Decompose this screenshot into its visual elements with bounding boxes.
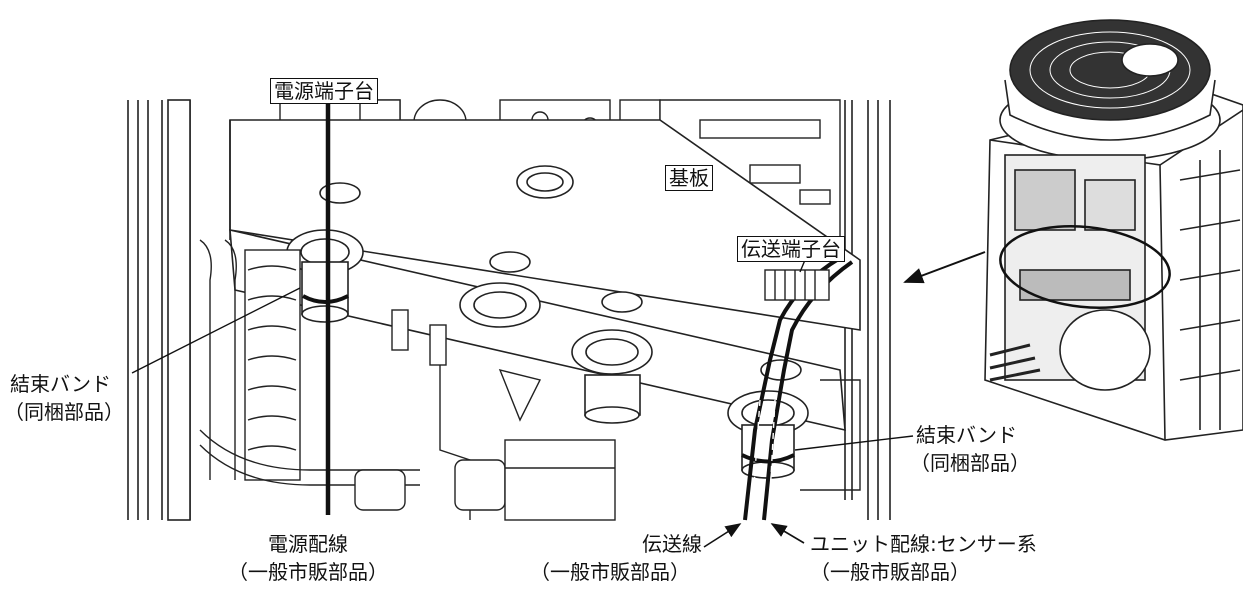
label-band-left-1: 結束バンド xyxy=(10,372,111,396)
label-power-terminal: 電源端子台 xyxy=(270,78,378,104)
label-unit-wire-2: （一般市販部品） xyxy=(810,560,970,584)
label-transmission-terminal: 伝送端子台 xyxy=(737,236,845,262)
label-transmission-wire-2: （一般市販部品） xyxy=(530,560,690,584)
leader-lines xyxy=(131,259,914,451)
label-board: 基板 xyxy=(665,165,713,191)
detail-highlight-oval xyxy=(999,224,1171,310)
lower-panel xyxy=(800,379,861,491)
unit-frame xyxy=(127,99,891,521)
label-band-right-2: （同梱部品） xyxy=(910,451,1030,475)
label-transmission-wire-1: 伝送線 xyxy=(642,532,702,556)
valves xyxy=(354,309,616,521)
label-power-wire-1: 電源配線 xyxy=(268,532,348,556)
coil-pipes xyxy=(199,239,420,486)
detail-pointer-arrow xyxy=(903,251,986,284)
label-band-left-2: （同梱部品） xyxy=(4,400,124,424)
outdoor-unit xyxy=(984,19,1243,441)
label-power-wire-2: （一般市販部品） xyxy=(228,560,388,584)
arrow-lines xyxy=(703,523,805,548)
label-unit-wire-1: ユニット配線:センサー系 xyxy=(810,532,1037,556)
transmission-cable-dash xyxy=(751,399,776,516)
transmission-terminal-block xyxy=(764,269,830,301)
label-band-right-1: 結束バンド xyxy=(916,423,1017,447)
grommet-sleeves xyxy=(301,261,795,479)
